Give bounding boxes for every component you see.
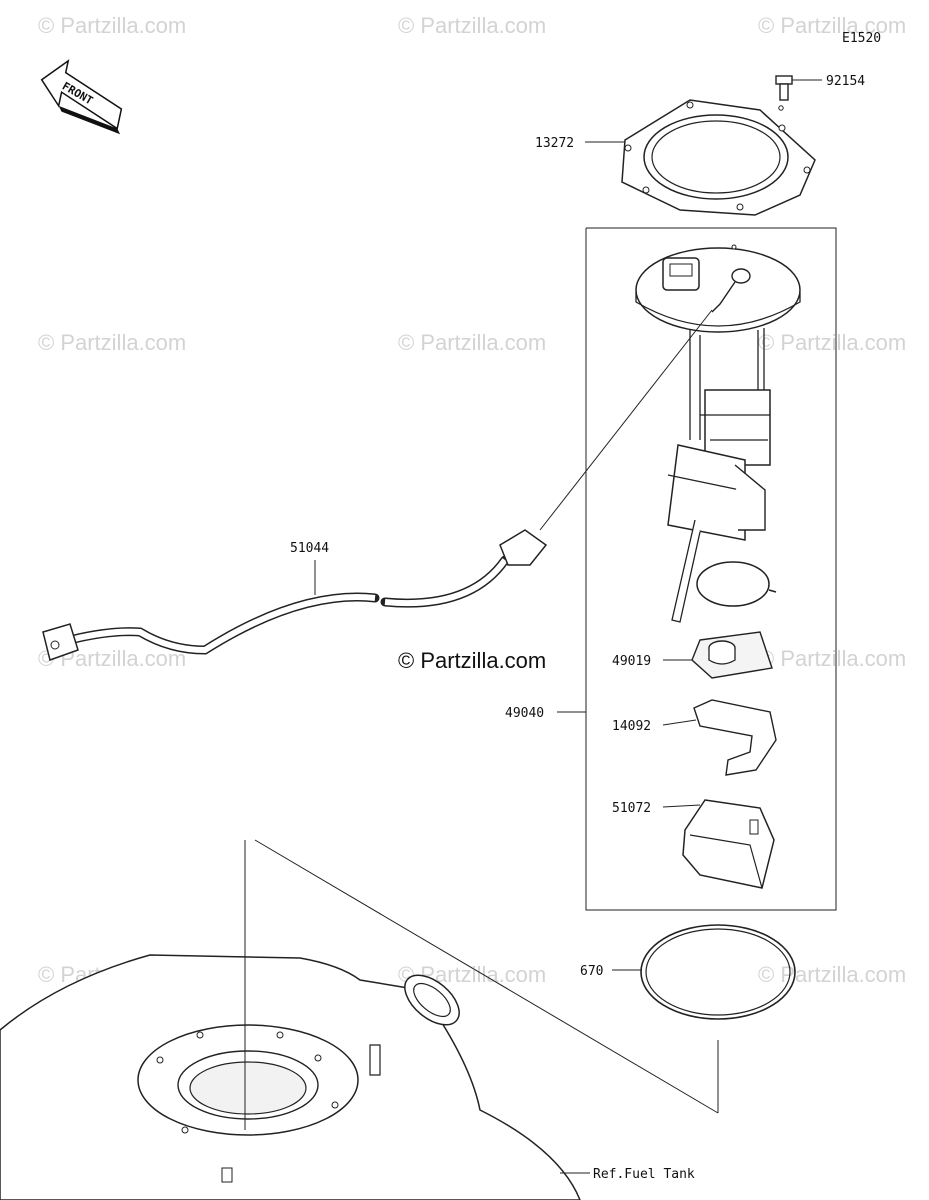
pump-plate <box>585 99 816 216</box>
watermark: © Partzilla.com <box>398 13 546 38</box>
part-label-ref-fuel-tank: Ref.Fuel Tank <box>593 1167 695 1182</box>
bracket-icon <box>662 699 777 776</box>
cover-icon <box>662 799 775 889</box>
watermark: © Partzilla.com <box>38 330 186 355</box>
part-label-92154: 92154 <box>826 74 865 89</box>
projection-lines <box>244 839 719 1130</box>
watermark: © Partzilla.com <box>758 962 906 987</box>
harness-icon <box>42 309 713 661</box>
watermark: © Partzilla.com <box>398 330 546 355</box>
part-label-49040: 49040 <box>505 706 544 721</box>
watermark: © Partzilla.com <box>38 13 186 38</box>
o-ring-icon <box>612 924 796 1020</box>
part-label-13272: 13272 <box>535 136 574 151</box>
watermark: © Partzilla.com <box>758 13 906 38</box>
part-label-51044: 51044 <box>290 541 329 556</box>
front-arrow-icon: FRONT <box>40 59 123 135</box>
fuel-tank-icon <box>0 954 590 1200</box>
assembly-bracket <box>557 227 837 911</box>
watermark: © Partzilla.com <box>758 330 906 355</box>
part-label-670: 670 <box>580 964 603 979</box>
bolt-icon <box>775 75 822 111</box>
watermark-main: © Partzilla.com <box>398 648 546 673</box>
filter-icon <box>663 631 773 679</box>
diagram-code: E1520 <box>842 31 881 46</box>
watermarks: © Partzilla.com © Partzilla.com © Partzi… <box>38 13 906 987</box>
part-label-14092: 14092 <box>612 719 651 734</box>
part-label-49019: 49019 <box>612 654 651 669</box>
watermark: © Partzilla.com <box>758 646 906 671</box>
fuel-pump-icon <box>635 244 801 623</box>
part-label-51072: 51072 <box>612 801 651 816</box>
